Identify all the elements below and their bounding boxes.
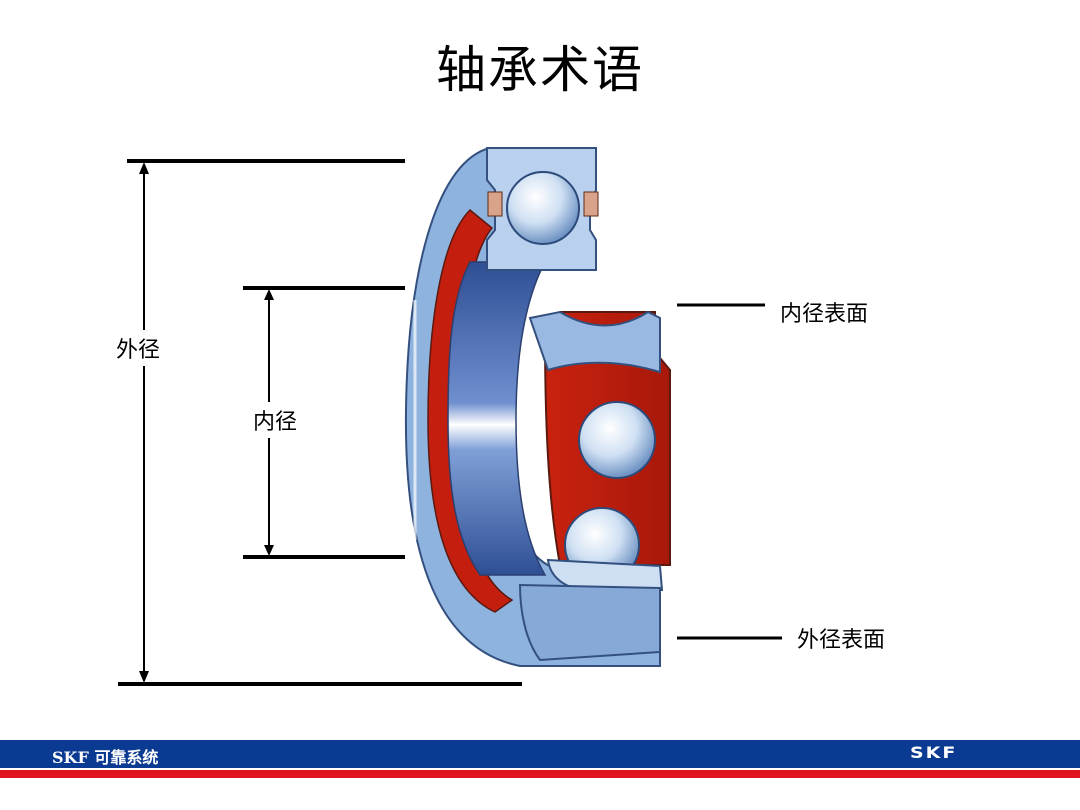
inner-ring-flange [528,310,661,374]
footer-red-stripe [0,770,1080,778]
bearing-diagram [118,147,782,686]
upper-ball [506,171,580,245]
inner-diameter-dimension [243,286,405,559]
footer-bar [0,740,1080,768]
outer-diameter-label: 外径 [114,330,163,366]
outer-diameter-dimension [118,159,522,686]
outer-surface-label: 外径表面 [795,620,888,656]
middle-ball [578,401,656,479]
bearing-illustration [404,147,671,667]
skf-logo: SKF [910,743,958,763]
bore-surface-label: 内径表面 [778,294,871,330]
page-title: 轴承术语 [436,41,644,99]
inner-diameter-label: 内径 [251,402,300,438]
footer-text: SKF 可靠系统 [52,748,159,767]
bore-surface [447,261,547,576]
